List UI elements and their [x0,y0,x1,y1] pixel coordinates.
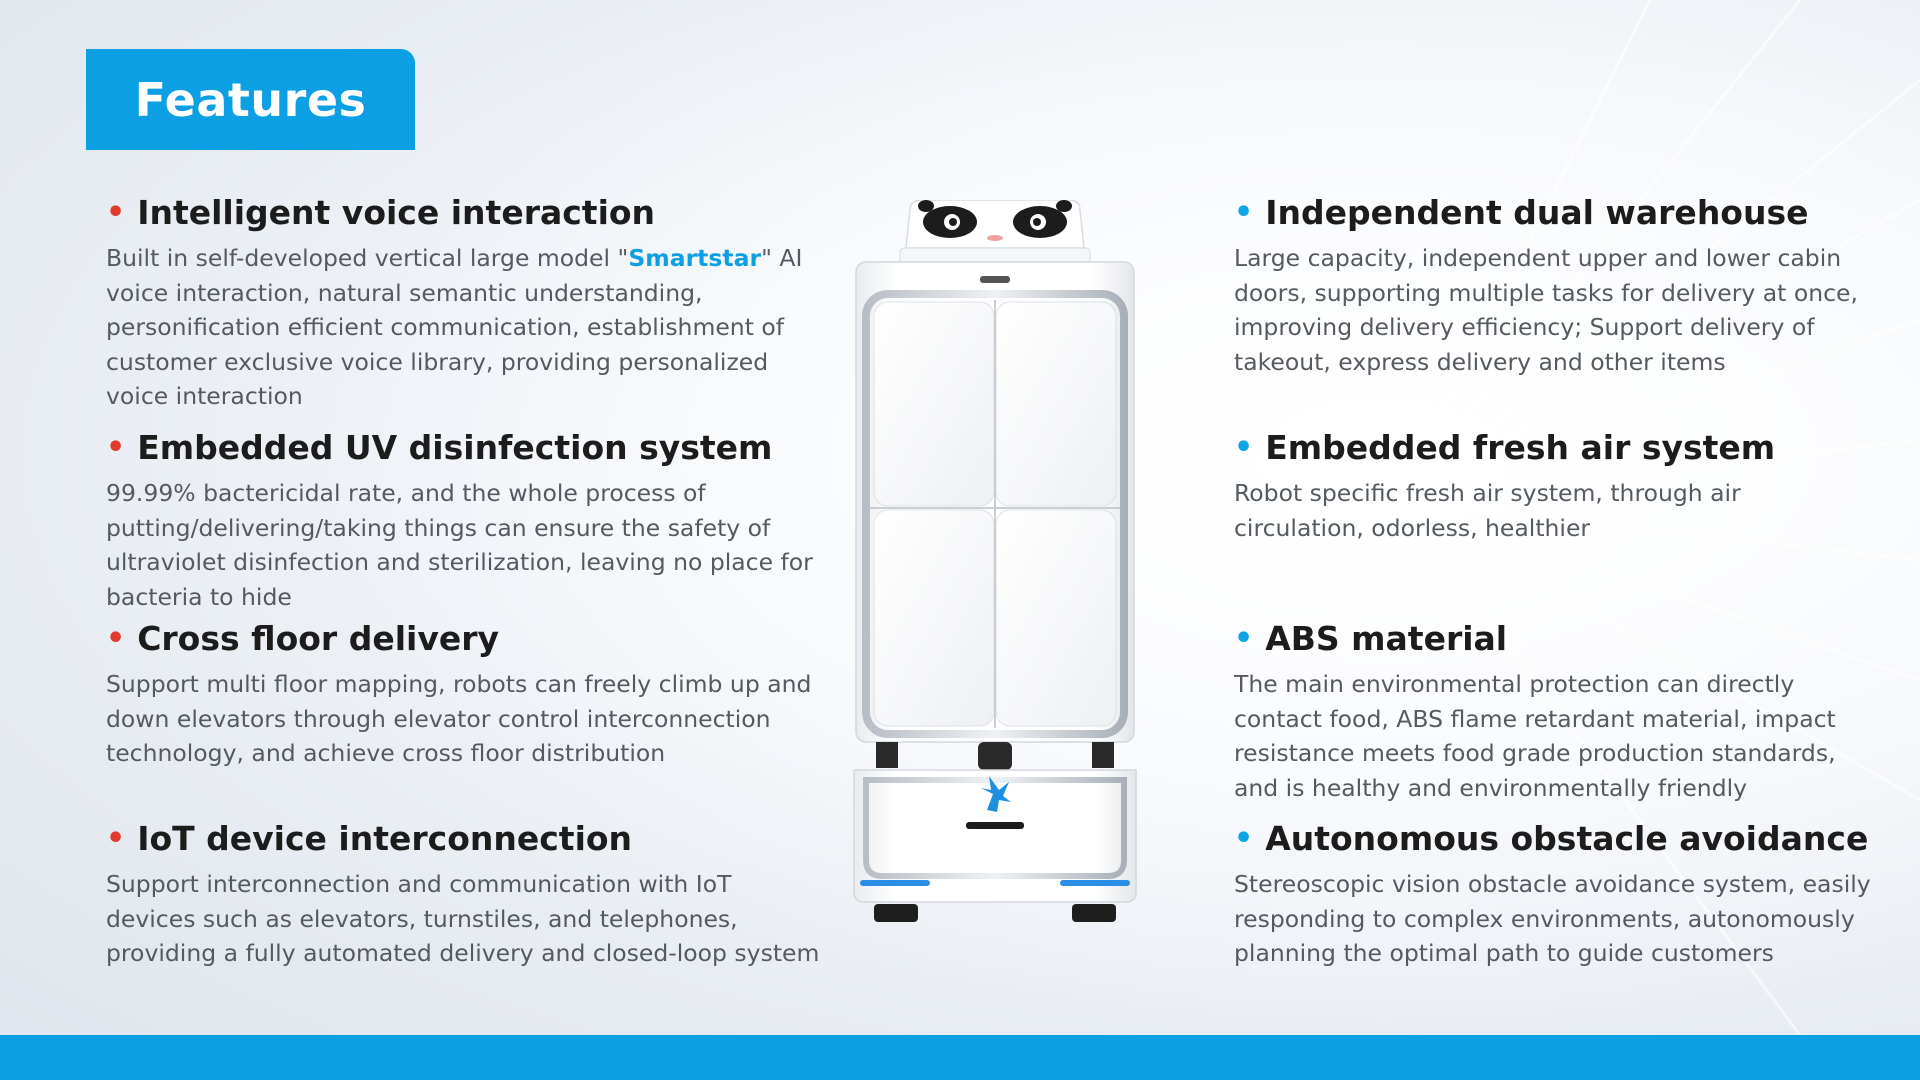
delivery-robot-image [853,200,1137,922]
feature-heading: Embedded UV disinfection system [137,428,773,467]
feature-body: The main environmental protection can di… [1234,670,1836,802]
feature-heading: Intelligent voice interaction [137,193,656,232]
smartstar-highlight: Smartstar [628,244,762,272]
feature-body: 99.99% bactericidal rate, and the whole … [106,479,813,611]
bullet-icon: • [1234,430,1254,465]
feature-body: Support interconnection and communicatio… [106,870,820,967]
feature-fresh-air: • Embedded fresh air system Robot specif… [1234,428,1874,545]
feature-obstacle-avoidance: • Autonomous obstacle avoidance Stereosc… [1234,819,1874,971]
feature-body: Robot specific fresh air system, through… [1234,479,1741,542]
feature-heading: Autonomous obstacle avoidance [1265,819,1869,858]
features-title-box: Features [86,49,415,150]
bullet-icon: • [1234,821,1254,856]
feature-heading: Embedded fresh air system [1265,428,1776,467]
feature-body: Support multi floor mapping, robots can … [106,670,812,767]
bullet-icon: • [106,621,126,656]
feature-dual-warehouse: • Independent dual warehouse Large capac… [1234,193,1874,379]
page-title: Features [134,72,367,127]
feature-heading: Cross floor delivery [137,619,499,658]
feature-cross-floor: • Cross floor delivery Support multi flo… [106,619,826,771]
feature-heading: ABS material [1265,619,1508,658]
feature-body: Large capacity, independent upper and lo… [1234,244,1858,376]
bullet-icon: • [1234,195,1254,230]
feature-body: Stereoscopic vision obstacle avoidance s… [1234,870,1871,967]
feature-heading: Independent dual warehouse [1265,193,1809,232]
bottom-accent-bar [0,1035,1920,1080]
bullet-icon: • [106,430,126,465]
feature-intelligent-voice: • Intelligent voice interaction Built in… [106,193,826,414]
feature-abs-material: • ABS material The main environmental pr… [1234,619,1874,805]
feature-heading: IoT device interconnection [137,819,633,858]
feature-uv-disinfection: • Embedded UV disinfection system 99.99%… [106,428,826,614]
bullet-icon: • [106,195,126,230]
feature-body: Built in self-developed vertical large m… [106,244,803,410]
bullet-icon: • [1234,621,1254,656]
pegasus-logo-icon [981,776,1011,812]
panda-head [905,200,1085,249]
bullet-icon: • [106,821,126,856]
feature-iot-interconnection: • IoT device interconnection Support int… [106,819,826,971]
